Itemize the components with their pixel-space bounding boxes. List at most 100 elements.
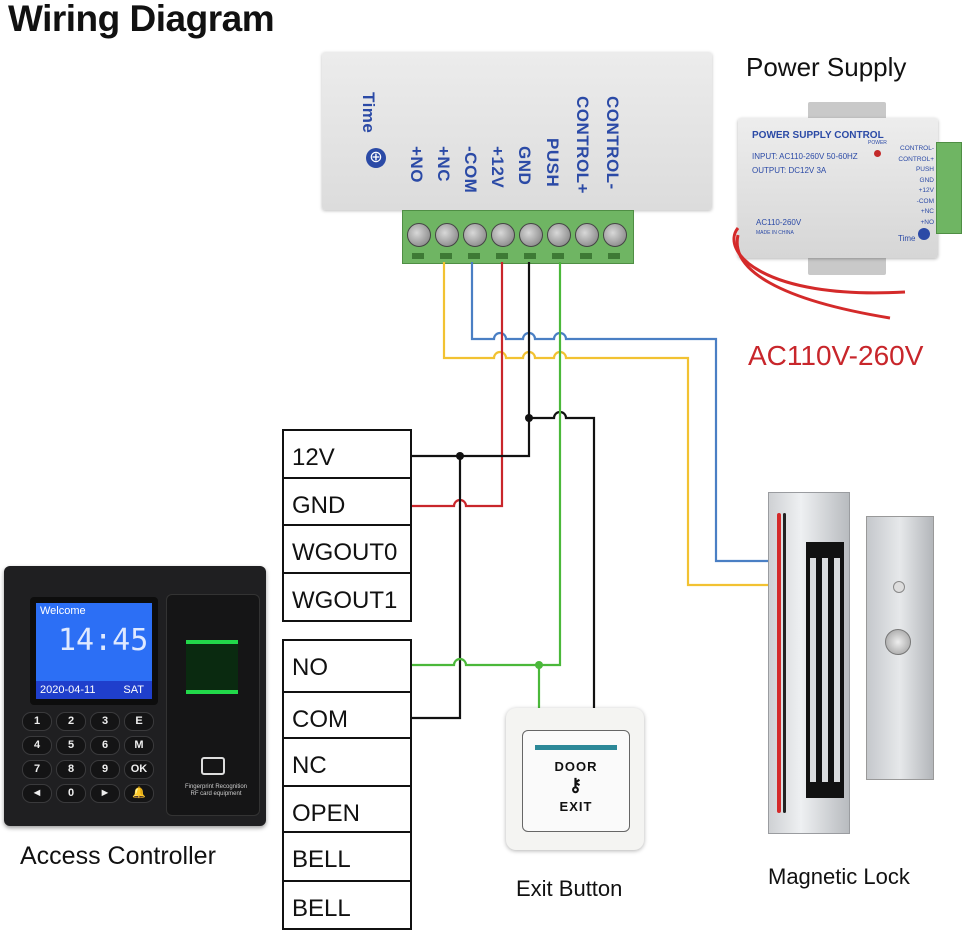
junction-dot <box>535 661 543 669</box>
terminal-screw <box>603 223 627 247</box>
access-controller-label: Access Controller <box>20 842 216 870</box>
terminal-com: COM <box>284 693 410 739</box>
relay-label-push: PUSH <box>543 138 562 188</box>
wire-blue <box>470 262 768 563</box>
armature-plate <box>866 516 934 780</box>
key-6[interactable]: 6 <box>90 736 120 755</box>
lcd-screen: Welcome 14:45 2020-04-11 SAT <box>30 597 158 705</box>
exit-button-device: DOOR ⚷ EXIT <box>506 708 644 850</box>
power-supply-unit: POWER SUPPLY CONTROL INPUT: AC110-260V 5… <box>738 118 938 258</box>
terminal-screw <box>547 223 571 247</box>
key-m[interactable]: M <box>124 736 154 755</box>
terminal-no: NO <box>284 641 410 693</box>
indicator-stripe <box>535 745 617 750</box>
psu-bottom-label: AC110-260V <box>756 218 802 227</box>
exit-bottom-text: EXIT <box>559 799 593 814</box>
terminal-bell-1: BELL <box>284 833 410 882</box>
terminal-screw <box>463 223 487 247</box>
mount-ear-bottom <box>808 255 886 275</box>
terminal-gnd: GND <box>284 479 410 526</box>
relay-module: Time ⊕ +NO +NC -COM +12V GND PUSH CONTRO… <box>322 52 712 210</box>
power-led-label: POWER <box>868 140 887 146</box>
wire-black <box>410 456 462 720</box>
ac-cable <box>735 234 891 320</box>
relay-label-no: +NO <box>407 146 426 183</box>
junction-dot <box>456 452 464 460</box>
terminal-screw <box>519 223 543 247</box>
terminal-wgout1: WGOUT1 <box>292 587 398 614</box>
key-9[interactable]: 9 <box>90 760 120 779</box>
key-5[interactable]: 5 <box>56 736 86 755</box>
fingerprint-panel <box>166 594 260 816</box>
junction-dot <box>525 414 533 422</box>
key-left[interactable]: ◄ <box>22 784 52 803</box>
key-e[interactable]: E <box>124 712 154 731</box>
relay-label-12v: +12V <box>488 146 507 189</box>
key-1[interactable]: 1 <box>22 712 52 731</box>
time-knob-label: Time <box>359 92 378 134</box>
screen-time: 14:45 <box>58 623 149 658</box>
terminal-screw <box>435 223 459 247</box>
controller-relay-terminals: NO COM NC OPEN BELL BELL <box>282 639 412 930</box>
diagram-title: Wiring Diagram <box>8 0 275 39</box>
key-8[interactable]: 8 <box>56 760 86 779</box>
mount-ear-top <box>808 102 886 122</box>
lock-wire-black <box>783 513 786 813</box>
wire-red <box>410 262 504 508</box>
key-3[interactable]: 3 <box>90 712 120 731</box>
terminal-12v: 12V <box>284 431 410 479</box>
time-knob-icon[interactable]: ⊕ <box>366 148 386 168</box>
key-7[interactable]: 7 <box>22 760 52 779</box>
terminal-bell-2: BELL <box>292 895 351 922</box>
terminal-screw <box>491 223 515 247</box>
psu-time-label: Time <box>898 234 916 243</box>
key-4[interactable]: 4 <box>22 736 52 755</box>
plate-hole <box>893 581 905 593</box>
exit-button-label: Exit Button <box>516 876 623 901</box>
psu-terminal-block <box>936 142 962 234</box>
screen-date: 2020-04-11 <box>40 684 96 696</box>
time-knob-icon[interactable] <box>918 228 930 240</box>
screen-welcome: Welcome <box>40 605 86 617</box>
terminal-screw <box>407 223 431 247</box>
rf-card-icon <box>201 757 225 775</box>
fingerprint-sensor <box>186 640 238 694</box>
lock-wire-red <box>777 513 781 813</box>
plate-bolt <box>885 629 911 655</box>
wire-black <box>410 262 531 458</box>
wire-yellow <box>442 262 768 587</box>
psu-input-spec: INPUT: AC110-260V 50-60HZ <box>752 152 858 161</box>
psu-made-in: MADE IN CHINA <box>756 230 794 236</box>
key-0[interactable]: 0 <box>56 784 86 803</box>
controller-power-terminals: 12V GND WGOUT0 WGOUT1 <box>282 429 412 622</box>
power-led-icon <box>874 150 881 157</box>
relay-label-control-plus: CONTROL+ <box>573 96 592 194</box>
key-bell[interactable]: 🔔 <box>124 784 154 803</box>
ac-cable <box>732 227 906 295</box>
wire-green <box>410 262 562 667</box>
exit-button-face[interactable]: DOOR ⚷ EXIT <box>522 730 630 832</box>
relay-label-com: -COM <box>461 146 480 194</box>
terminal-open: OPEN <box>284 787 410 833</box>
terminal-wgout0: WGOUT0 <box>284 526 410 574</box>
power-supply-heading: Power Supply <box>746 52 907 82</box>
key-icon: ⚷ <box>568 775 584 795</box>
screen-date-bar: 2020-04-11 SAT <box>36 681 152 699</box>
exit-top-text: DOOR <box>554 759 598 774</box>
magnetic-lock-label: Magnetic Lock <box>768 864 910 889</box>
terminal-nc: NC <box>284 739 410 787</box>
relay-label-gnd: GND <box>515 146 534 186</box>
ac-input-label: AC110V-260V <box>748 340 924 371</box>
terminal-screw <box>575 223 599 247</box>
relay-label-control-minus: CONTROL- <box>603 96 622 190</box>
key-2[interactable]: 2 <box>56 712 86 731</box>
relay-terminal-block <box>402 210 634 264</box>
magnetic-lock-core <box>806 542 844 798</box>
psu-panel-title: POWER SUPPLY CONTROL <box>752 130 884 141</box>
key-ok[interactable]: OK <box>124 760 154 779</box>
key-right[interactable]: ► <box>90 784 120 803</box>
psu-output-spec: OUTPUT: DC12V 3A <box>752 166 827 175</box>
